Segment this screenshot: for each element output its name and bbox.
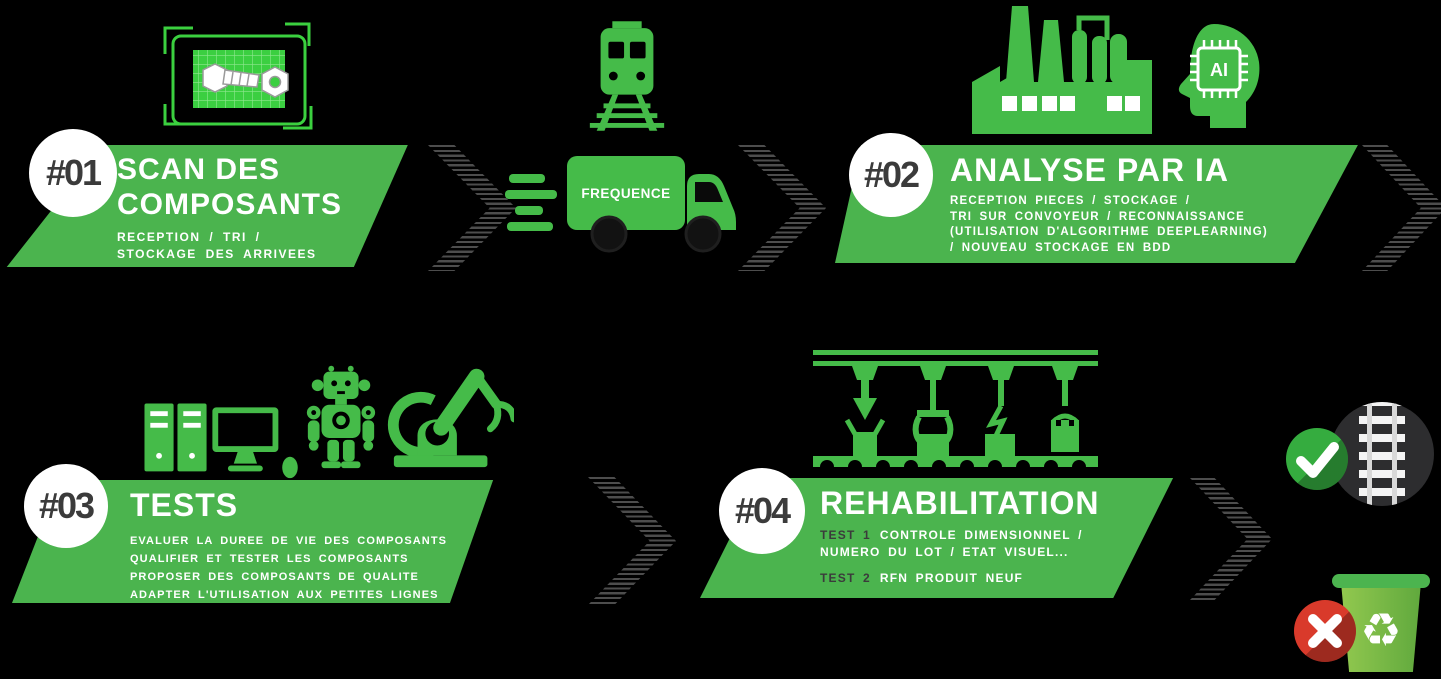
robot-arm-icon <box>387 368 514 468</box>
step2-subtitle-line1: RECEPTION PIECES / STOCKAGE / <box>950 195 1191 207</box>
step4-subtitle-line2: NUMERO DU LOT / ETAT VISUEL... <box>820 545 1069 559</box>
overhead-conveyor-icon <box>813 350 1098 474</box>
step3-subtitle-line4: ADAPTER L'UTILISATION AUX PETITES LIGNES <box>130 589 439 601</box>
step1-title-line2: COMPOSANTS <box>117 188 343 221</box>
step1-title-line1: SCAN DES <box>117 153 281 186</box>
factory-plant-icon <box>972 6 1152 134</box>
truck-label: FREQUENCE <box>581 186 670 201</box>
ai-head-chip-icon: AI <box>1178 24 1260 128</box>
recycle-bin-body: ♻ <box>1341 588 1421 672</box>
step1-subtitle-line2: STOCKAGE DES ARRIVEES <box>117 247 317 261</box>
ai-chip: AI <box>1190 40 1248 98</box>
railway-track <box>1359 402 1405 506</box>
recycle-bin-lid <box>1332 574 1430 588</box>
arrow-chevron-icon <box>1190 478 1272 600</box>
recycle-bin-icon: ♻ <box>1332 574 1430 672</box>
train-front-icon <box>589 21 665 131</box>
step2-subtitle-line3: (UTILISATION D'ALGORITHME DEEPLEARNING) <box>950 226 1268 238</box>
servers-and-monitor-icon <box>144 403 298 479</box>
step3-subtitle-line2: QUALIFIER ET TESTER LES COMPOSANTS <box>130 553 409 565</box>
step2-title: ANALYSE PAR IA <box>950 152 1229 188</box>
scan-frame-bolt-nut-icon <box>163 22 313 130</box>
step2-subtitle-line2: TRI SUR CONVOYEUR / RECONNAISSANCE <box>950 210 1245 223</box>
step3-subtitle-line3: PROPOSER DES COMPOSANTS DE QUALITE <box>130 571 419 583</box>
step4-test2-label: TEST 2 <box>820 571 871 585</box>
step2-subtitle-line4: / NOUVEAU STOCKAGE EN BDD <box>950 241 1172 254</box>
step4-number-badge: #04 <box>719 468 805 554</box>
arrow-chevron-icon <box>428 145 516 271</box>
humanoid-robot-icon <box>306 365 376 469</box>
step4-title: REHABILITATION <box>820 485 1100 521</box>
railway-track-circle-icon <box>1330 402 1434 506</box>
cross-badge-icon <box>1294 600 1356 662</box>
step3-title: TESTS <box>130 487 239 523</box>
step4-test1-label: TEST 1 <box>820 528 871 542</box>
check-badge-icon <box>1286 428 1348 490</box>
ai-chip-label: AI <box>1210 60 1228 80</box>
step3-subtitle-line1: EVALUER LA DUREE DE VIE DES COMPOSANTS <box>130 535 448 547</box>
step1-subtitle-line1: RECEPTION / TRI / <box>117 230 261 244</box>
arrow-chevron-icon <box>588 477 676 605</box>
step2-number-badge: #02 <box>849 133 933 217</box>
delivery-truck-icon: FREQUENCE <box>505 156 736 253</box>
step1-number-badge: #01 <box>29 129 117 217</box>
recycle-symbol-icon: ♻ <box>1360 603 1402 657</box>
step3-number-badge: #03 <box>24 464 108 548</box>
arrow-chevron-icon <box>1362 145 1441 271</box>
arrow-chevron-icon <box>738 145 826 271</box>
